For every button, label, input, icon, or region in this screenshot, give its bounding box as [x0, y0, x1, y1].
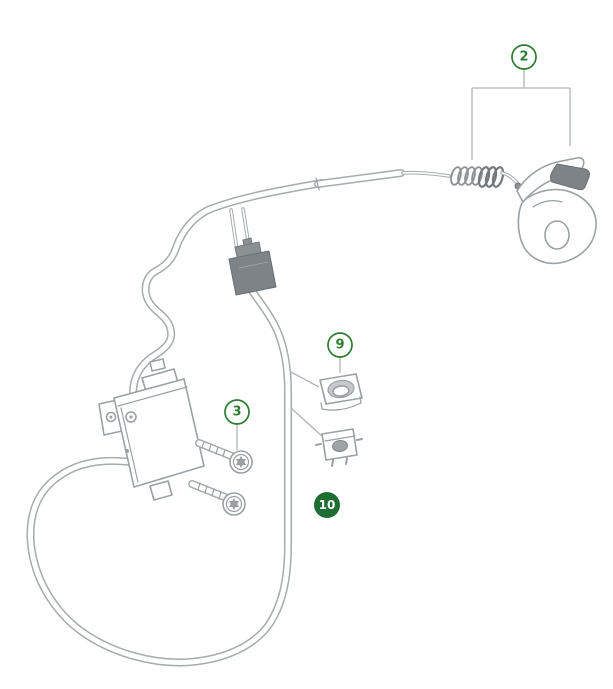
switch-body-side-edge	[120, 407, 139, 483]
clip-top-edge	[324, 435, 356, 442]
spring-coil	[477, 166, 491, 188]
spring-coil	[491, 166, 505, 188]
mount-tab-hole-center	[109, 415, 113, 419]
connector-wire	[230, 209, 238, 251]
callout-10-circle[interactable]	[314, 492, 340, 518]
throttle-wire-core	[402, 171, 450, 177]
spring-coil	[471, 166, 483, 186]
switch-rivet	[125, 449, 129, 453]
connector-ridge	[238, 261, 269, 269]
cable-clip	[315, 428, 363, 467]
throttle-trigger-assembly	[500, 157, 597, 265]
return-spring	[450, 166, 505, 188]
screw-threads	[201, 441, 226, 457]
callout-9-circle[interactable]	[327, 332, 353, 358]
screw-head-ring	[225, 495, 243, 513]
grommet-hole	[332, 385, 350, 397]
trigger-plate-ridge	[532, 200, 563, 208]
grommet-lip	[320, 396, 362, 411]
torx-star	[236, 459, 246, 468]
screw-shaft-core	[196, 440, 237, 460]
harness-core	[130, 180, 325, 405]
callout-2[interactable]: 2	[511, 44, 537, 70]
callout-2-bracket	[471, 69, 571, 160]
callout-3[interactable]: 3	[224, 399, 250, 425]
spring-coil	[457, 166, 469, 186]
cable-loop	[26, 287, 292, 667]
switch-terminal-nub	[149, 358, 166, 372]
screw-threads	[197, 482, 222, 500]
callout-2-label: 2	[519, 50, 528, 65]
callout-3-circle[interactable]	[224, 399, 250, 425]
torx-star	[229, 501, 239, 510]
callout-9[interactable]: 9	[327, 332, 353, 358]
top-cable-core	[315, 170, 404, 187]
switch-assembly	[98, 358, 205, 501]
wire-connector	[228, 237, 277, 296]
cable-sleeve-tick	[315, 177, 320, 191]
clip-side-tabs	[315, 438, 363, 446]
trigger-grip	[550, 163, 590, 191]
switch-body	[113, 378, 205, 488]
trigger-pivot-hole	[544, 220, 570, 250]
throttle-cable	[314, 169, 451, 191]
grommet-leader-line	[290, 371, 320, 388]
callout-10-selected[interactable]: 10	[314, 492, 340, 518]
spring-coil	[464, 166, 476, 186]
callout-9-label: 9	[335, 338, 344, 353]
screw-shaft-core	[189, 481, 230, 501]
screw-head-ring	[232, 453, 250, 471]
switch-screw-boss-center	[129, 415, 133, 419]
callout-10-label: 10	[319, 498, 336, 512]
callout-2-circle[interactable]	[511, 44, 537, 70]
mounting-screw-2	[188, 480, 246, 516]
switch-body-edge	[117, 386, 188, 407]
spring-coil	[484, 166, 498, 188]
callout-3-label: 3	[232, 405, 241, 420]
cable-loop-core	[27, 288, 291, 665]
main-harness-cable	[129, 179, 326, 406]
clip-feet	[331, 457, 348, 467]
cable-grommet	[319, 373, 363, 411]
clip-hole	[332, 439, 348, 453]
spring-coil	[450, 166, 462, 186]
connector-socket	[228, 250, 277, 296]
mounting-screw-1	[195, 439, 253, 474]
switch-bottom-tab	[149, 480, 173, 501]
clip-leader-line	[290, 407, 324, 438]
